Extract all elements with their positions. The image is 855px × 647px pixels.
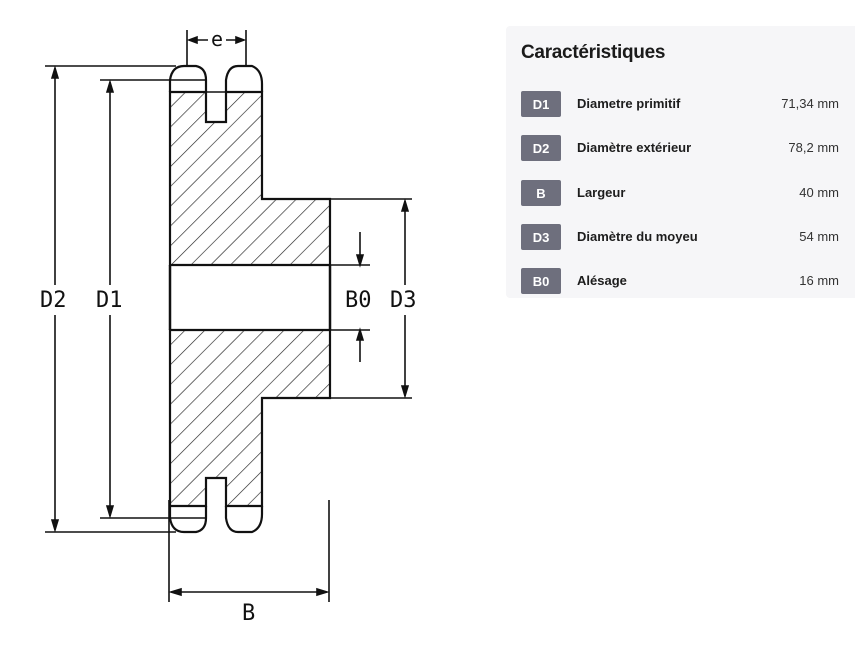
spec-name: Diamètre du moyeu xyxy=(577,229,698,244)
dimension-b0 xyxy=(330,232,370,362)
dimension-d3 xyxy=(330,198,412,399)
spec-row-d2: D2 Diamètre extérieur 78,2 mm xyxy=(521,135,839,162)
spec-value: 54 mm xyxy=(799,229,839,244)
spec-row-b0: B0 Alésage 16 mm xyxy=(521,268,839,295)
label-e: e xyxy=(211,27,223,51)
spec-name: Diametre primitif xyxy=(577,96,681,111)
dimension-d1 xyxy=(100,79,206,519)
spec-row-d3: D3 Diamètre du moyeu 54 mm xyxy=(521,224,839,251)
spec-name: Alésage xyxy=(577,273,627,288)
bore-outline xyxy=(168,265,332,330)
spec-row-b: B Largeur 40 mm xyxy=(521,180,839,207)
spec-code-badge: B xyxy=(521,180,561,206)
label-d2: D2 xyxy=(40,288,67,313)
specifications-panel: Caractéristiques D1 Diametre primitif 71… xyxy=(506,26,855,298)
spec-value: 78,2 mm xyxy=(788,140,839,155)
label-b0: B0 xyxy=(345,288,372,313)
spec-value: 71,34 mm xyxy=(781,96,839,111)
dimension-d2 xyxy=(45,65,176,533)
spec-name: Largeur xyxy=(577,185,626,200)
sprocket-technical-drawing: e D2 D1 B0 D3 xyxy=(40,27,417,626)
lower-teeth xyxy=(168,506,264,534)
dimension-b xyxy=(168,500,330,602)
section-upper-hatch xyxy=(168,90,332,267)
dimension-e xyxy=(186,30,247,66)
spec-code-badge: D3 xyxy=(521,224,561,250)
label-b: B xyxy=(242,601,255,626)
spec-value: 40 mm xyxy=(799,185,839,200)
spec-code-badge: B0 xyxy=(521,268,561,294)
label-d3: D3 xyxy=(390,288,417,313)
specifications-title: Caractéristiques xyxy=(521,42,666,63)
spec-code-badge: D1 xyxy=(521,91,561,117)
upper-teeth xyxy=(168,64,264,92)
spec-name: Diamètre extérieur xyxy=(577,140,692,155)
section-lower-hatch xyxy=(168,328,332,508)
spec-value: 16 mm xyxy=(799,273,839,288)
spec-code-badge: D2 xyxy=(521,135,561,161)
spec-row-d1: D1 Diametre primitif 71,34 mm xyxy=(521,91,839,118)
label-d1: D1 xyxy=(96,288,123,313)
